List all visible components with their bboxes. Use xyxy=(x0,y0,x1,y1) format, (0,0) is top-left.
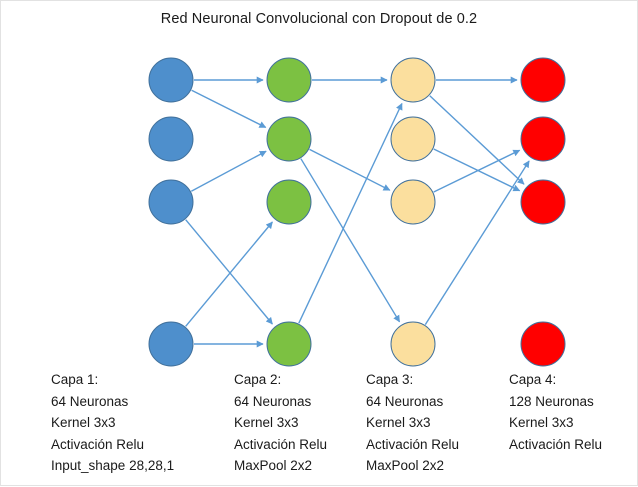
page-title: Red Neuronal Convolucional con Dropout d… xyxy=(160,11,478,27)
neuron-l2-n4[interactable] xyxy=(266,321,312,367)
edges-group xyxy=(185,76,530,348)
legend-capa-3-line-2: 64 Neuronas xyxy=(366,393,444,409)
edge-15 xyxy=(424,160,530,325)
neuron-l4-n3[interactable] xyxy=(520,179,566,225)
legend-capa-3-line-3: Kernel 3x3 xyxy=(366,415,431,430)
edge-10 xyxy=(298,102,403,324)
edge-2 xyxy=(191,89,267,129)
nodes-group xyxy=(148,57,566,367)
neuron-l2-n1[interactable] xyxy=(266,57,312,103)
neuron-l3-n1[interactable] xyxy=(390,57,436,103)
neuron-l1-n2[interactable] xyxy=(148,116,194,162)
legend-capa-1-line-3: Kernel 3x3 xyxy=(51,415,116,430)
legend-capa-1-line-1: Capa 1: xyxy=(51,372,99,387)
neuron-l1-n4[interactable] xyxy=(148,321,194,367)
edge-14 xyxy=(433,149,521,193)
neuron-l3-n4[interactable] xyxy=(390,321,436,367)
edge-4 xyxy=(185,219,273,325)
edge-13 xyxy=(433,148,521,192)
legend-capa-1-line-2: 64 Neuronas xyxy=(51,393,129,409)
legend-capa-4-line-4: Activación Relu xyxy=(509,436,603,452)
edge-12 xyxy=(429,95,525,185)
legend-capa-2-line-3: Kernel 3x3 xyxy=(234,415,299,430)
legend-capa-2-line-5: MaxPool 2x2 xyxy=(234,458,313,473)
neuron-l4-n4[interactable] xyxy=(520,321,566,367)
legend-capa-2-line-2: 64 Neuronas xyxy=(234,393,312,409)
neuron-l2-n2[interactable] xyxy=(266,116,312,162)
neuron-l4-n2[interactable] xyxy=(520,116,566,162)
neuron-l3-n2[interactable] xyxy=(390,116,436,162)
neuron-l4-n1[interactable] xyxy=(520,57,566,103)
legend-capa-4-line-3: Kernel 3x3 xyxy=(509,415,574,430)
legend-capa-3-line-4: Activación Relu xyxy=(366,436,460,452)
edge-5 xyxy=(185,221,273,327)
edge-9 xyxy=(300,158,401,323)
legend-capa-1-line-5: Input_shape 28,28,1 xyxy=(51,458,175,473)
edge-8 xyxy=(309,148,391,191)
legend-capa-3-line-1: Capa 3: xyxy=(366,372,414,387)
neuron-l2-n3[interactable] xyxy=(266,179,312,225)
legend-capa-3-line-5: MaxPool 2x2 xyxy=(366,458,445,473)
neuron-l1-n3[interactable] xyxy=(148,179,194,225)
neuron-l3-n3[interactable] xyxy=(390,179,436,225)
neuron-l1-n1[interactable] xyxy=(148,57,194,103)
legend-capa-2-line-4: Activación Relu xyxy=(234,436,328,452)
edge-3 xyxy=(190,150,267,192)
legend-capa-1-line-4: Activación Relu xyxy=(51,436,145,452)
legend-capa-4-line-1: Capa 4: xyxy=(509,372,557,387)
legend-capa-4-line-2: 128 Neuronas xyxy=(509,393,594,409)
legend-capa-2-line-1: Capa 2: xyxy=(234,372,282,387)
